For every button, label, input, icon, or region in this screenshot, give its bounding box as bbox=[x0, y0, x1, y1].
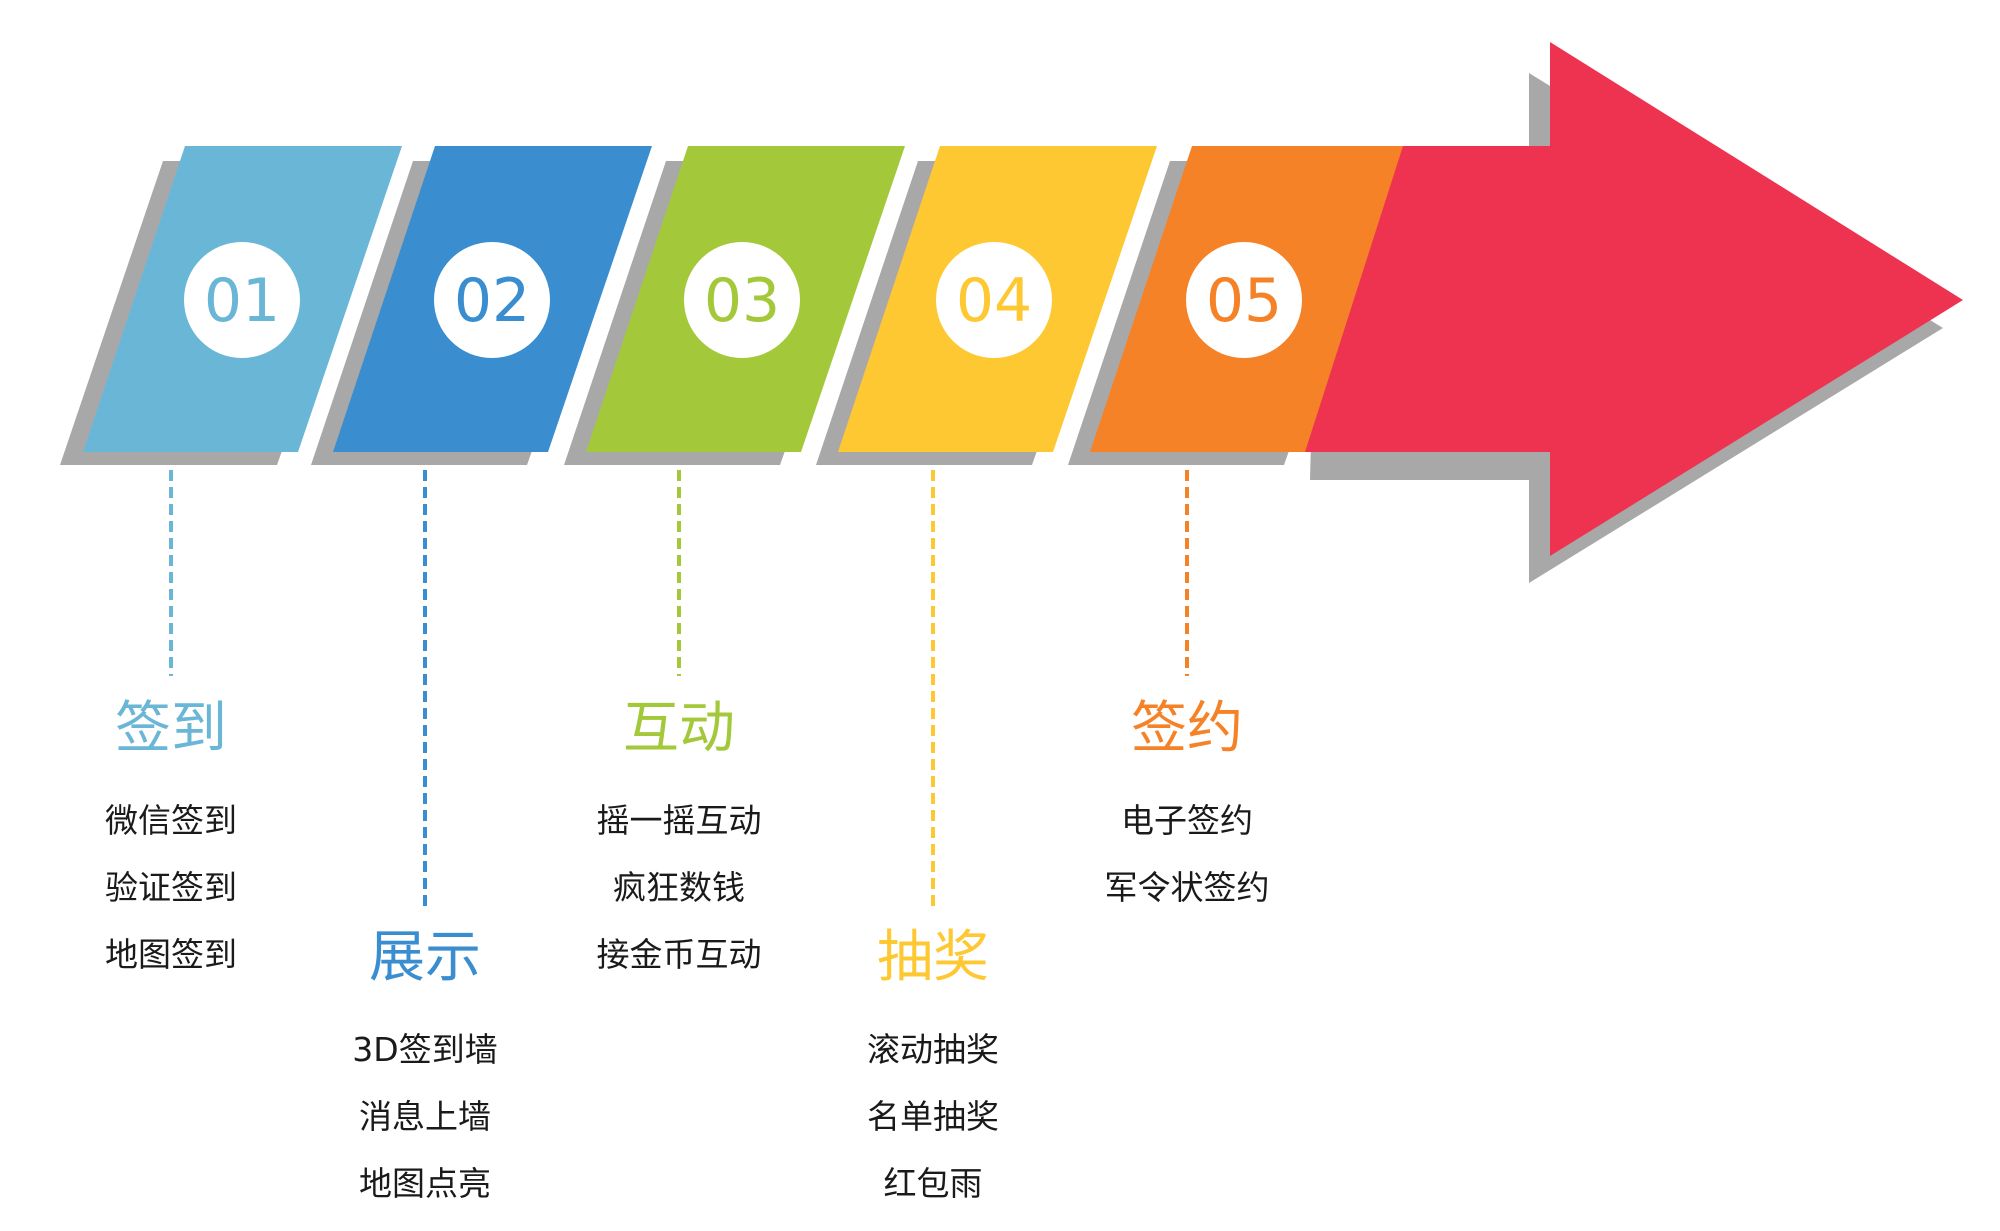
step-03-item: 接金币互动 bbox=[597, 935, 762, 974]
step-03[interactable]: 03 互动 摇一摇互动 疯狂数钱 接金币互动 bbox=[564, 146, 905, 974]
step-04-number-circle bbox=[936, 242, 1052, 358]
step-05-item: 军令状签约 bbox=[1105, 868, 1270, 907]
step-04[interactable]: 04 抽奖 滚动抽奖 名单抽奖 红包雨 bbox=[816, 146, 1157, 1203]
step-03-number: 03 bbox=[704, 266, 780, 336]
step-01-item: 微信签到 bbox=[105, 801, 237, 840]
step-05-number: 05 bbox=[1206, 266, 1282, 336]
step-01-number-circle bbox=[184, 242, 300, 358]
step-03-item: 疯狂数钱 bbox=[613, 868, 745, 907]
step-05-item: 电子签约 bbox=[1121, 801, 1253, 840]
step-02-item: 消息上墙 bbox=[359, 1097, 491, 1136]
step-02-item: 地图点亮 bbox=[359, 1164, 491, 1203]
step-03-item: 摇一摇互动 bbox=[597, 801, 762, 840]
step-01-number: 01 bbox=[204, 266, 280, 336]
step-05-number-circle bbox=[1186, 242, 1302, 358]
step-03-number-circle bbox=[684, 242, 800, 358]
step-05[interactable]: 05 签约 电子签约 军令状签约 bbox=[1068, 146, 1403, 907]
step-02-item: 3D签到墙 bbox=[352, 1030, 497, 1069]
step-04-item: 红包雨 bbox=[884, 1164, 983, 1203]
step-02-number: 02 bbox=[454, 266, 530, 336]
step-01-item: 地图签到 bbox=[105, 935, 237, 974]
step-01-item: 验证签到 bbox=[105, 868, 237, 907]
step-02-title: 展示 bbox=[369, 925, 481, 990]
step-05-title: 签约 bbox=[1131, 696, 1243, 761]
step-01[interactable]: 01 签到 微信签到 验证签到 地图签到 bbox=[60, 146, 402, 974]
step-02[interactable]: 02 展示 3D签到墙 消息上墙 地图点亮 bbox=[311, 146, 652, 1203]
step-03-title: 互动 bbox=[623, 696, 735, 761]
step-04-title: 抽奖 bbox=[877, 925, 989, 990]
step-01-title: 签到 bbox=[115, 696, 227, 761]
step-04-item: 名单抽奖 bbox=[867, 1097, 999, 1136]
step-04-item: 滚动抽奖 bbox=[867, 1030, 999, 1069]
step-02-number-circle bbox=[434, 242, 550, 358]
step-04-number: 04 bbox=[956, 266, 1032, 336]
arrow-head-shape bbox=[1260, 42, 1963, 556]
